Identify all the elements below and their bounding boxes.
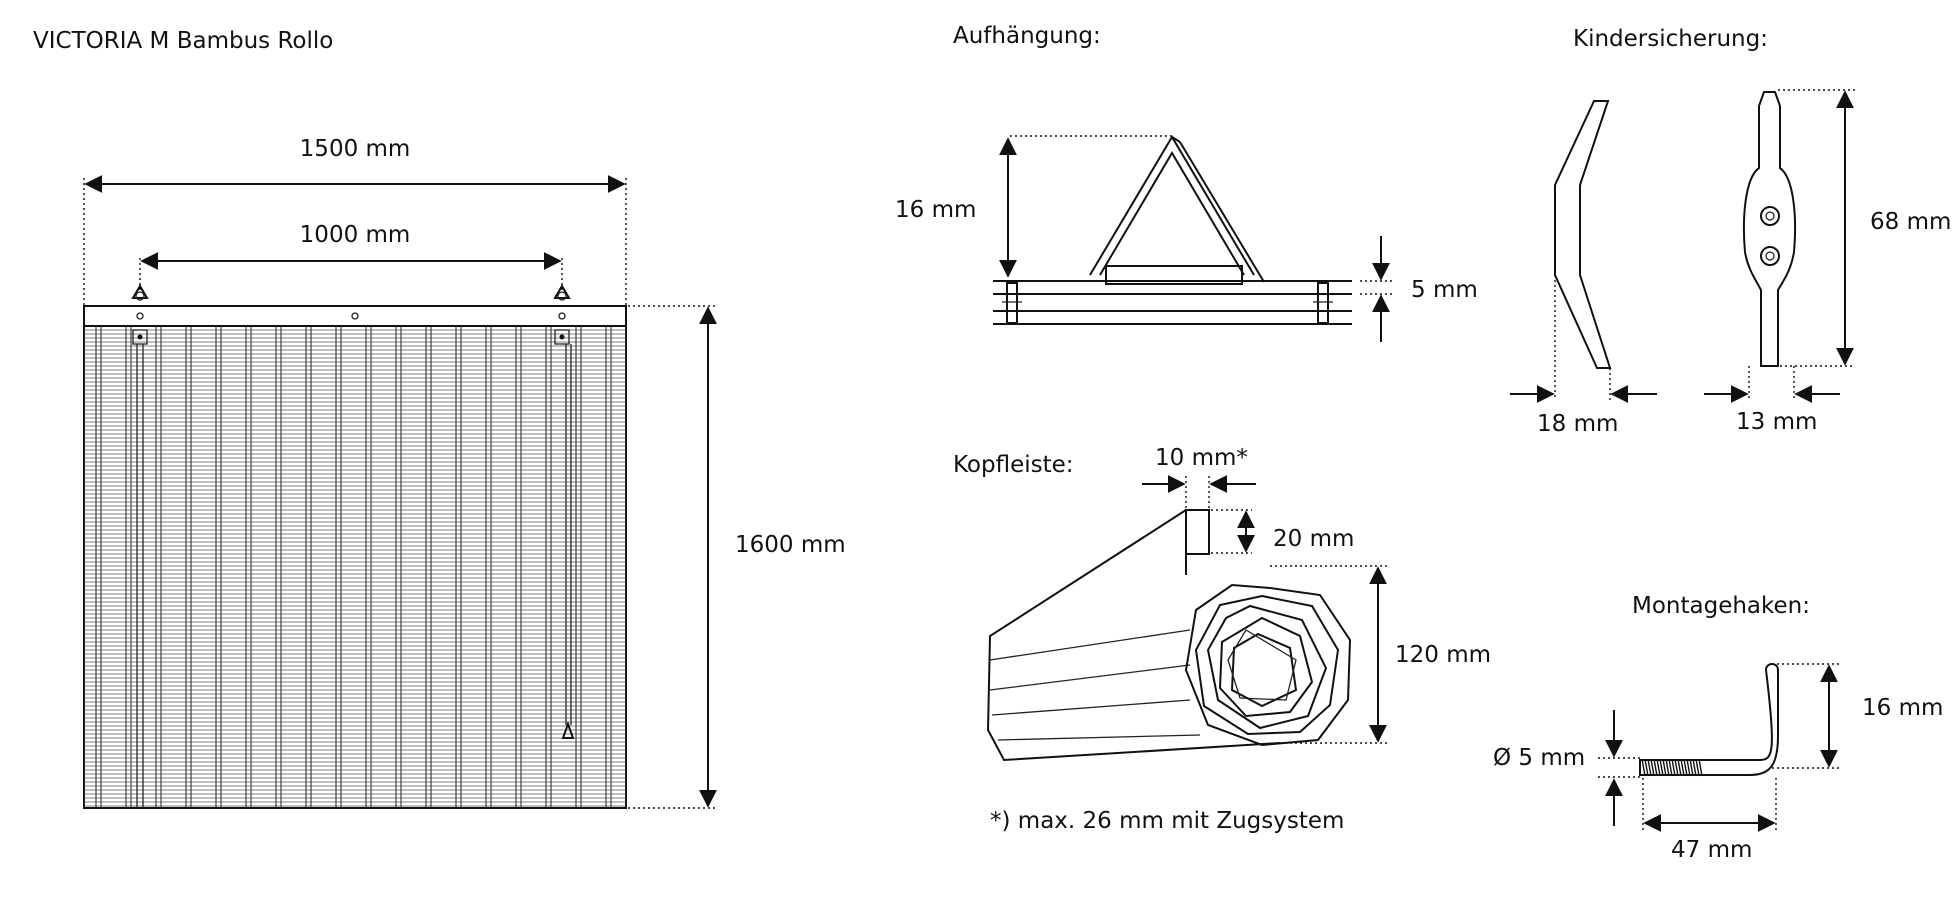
headrail-detail: Kopfleiste: 10 mm* 20 mm 120 mm bbox=[953, 445, 1491, 834]
height-label: 1600 mm bbox=[735, 532, 846, 558]
suspension-rail-label: 5 mm bbox=[1411, 277, 1478, 303]
mounting-hook bbox=[1639, 663, 1779, 776]
suspension-detail: Aufhängung: 16 mm 5 mm bbox=[895, 23, 1478, 342]
safety-clip-front-view bbox=[1742, 91, 1797, 367]
suspension-height-label: 16 mm bbox=[895, 197, 976, 223]
product-title: VICTORIA M Bambus Rollo bbox=[33, 28, 333, 54]
child-safety-side-width-label: 18 mm bbox=[1537, 411, 1618, 437]
mounting-hook-title: Montagehaken: bbox=[1632, 593, 1810, 619]
headrail-title: Kopfleiste: bbox=[953, 452, 1074, 478]
headrail-height-label: 20 mm bbox=[1273, 526, 1354, 552]
hook-diameter-label: Ø 5 mm bbox=[1493, 745, 1585, 771]
safety-clip-side-view bbox=[1554, 100, 1612, 369]
child-safety-front-width-label: 13 mm bbox=[1736, 409, 1817, 435]
hanging-bracket-left bbox=[131, 284, 149, 301]
headrail-depth-label: 10 mm* bbox=[1155, 445, 1248, 471]
rolled-bamboo bbox=[1184, 583, 1352, 747]
roll-diameter-label: 120 mm bbox=[1395, 642, 1491, 668]
width-inner-label: 1000 mm bbox=[300, 222, 411, 248]
suspension-title: Aufhängung: bbox=[953, 23, 1101, 49]
bamboo-blind-panel bbox=[83, 325, 627, 809]
headrail-footnote: *) max. 26 mm mit Zugsystem bbox=[990, 808, 1344, 834]
headrail bbox=[83, 305, 627, 327]
width-outer-label: 1500 mm bbox=[300, 136, 411, 162]
child-safety-title: Kindersicherung: bbox=[1573, 26, 1768, 52]
hook-height-label: 16 mm bbox=[1862, 695, 1943, 721]
hook-length-label: 47 mm bbox=[1671, 837, 1752, 863]
hanging-bracket-right bbox=[553, 284, 571, 301]
mounting-hook-detail: Montagehaken: 16 mm Ø 5 mm 47 mm bbox=[1493, 593, 1943, 863]
rollo-drawing: VICTORIA M Bambus Rollo 1500 mm 1000 mm … bbox=[33, 28, 846, 809]
child-safety-height-label: 68 mm bbox=[1870, 209, 1951, 235]
cord-tassel bbox=[561, 721, 575, 739]
child-safety-detail: Kindersicherung: 18 mm 68 mm 13 mm bbox=[1510, 26, 1951, 437]
